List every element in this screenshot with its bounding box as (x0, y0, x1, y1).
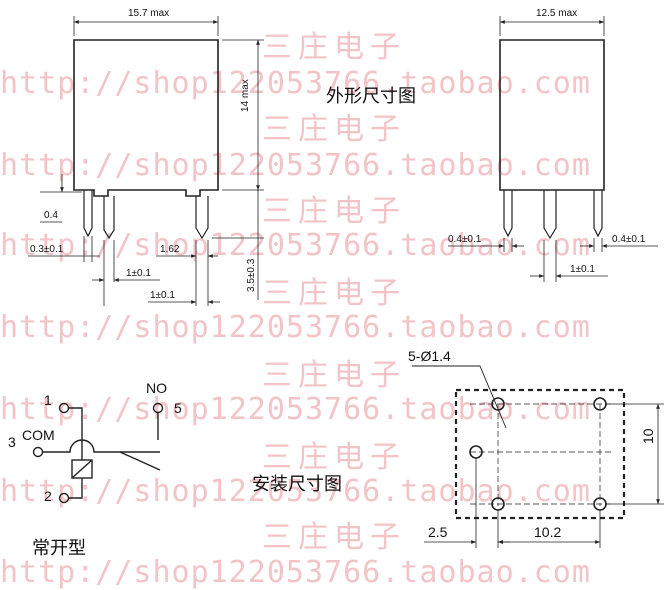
dim-10-2-label: 10.2 (534, 524, 562, 540)
tolerance-label-1: 1±0.1 (126, 268, 151, 279)
pin5-number: 5 (174, 400, 182, 416)
side-view (448, 16, 658, 282)
com-line (43, 439, 160, 453)
pin2-terminal (58, 492, 70, 504)
front-view (28, 16, 264, 306)
side-right-pin-label: 0.4±0.1 (612, 234, 646, 245)
hole-spec-label: 5-Ø1.4 (408, 348, 451, 364)
pin1-terminal (58, 402, 70, 414)
dim-2-5-label: 2.5 (428, 524, 448, 540)
pin-front-1 (83, 190, 93, 238)
switch-arm (119, 451, 161, 471)
pin-thickness-label: 0.4 (44, 210, 58, 221)
mounting-footprint (412, 365, 664, 548)
pin-side-1 (503, 190, 513, 238)
front-width-label: 15.7 max (128, 8, 170, 19)
relay-body-front (73, 39, 219, 197)
pin-width-label: 0.3±0.1 (30, 244, 64, 255)
side-left-pin-label: 0.4±0.1 (448, 234, 482, 245)
pin1-number: 1 (44, 392, 52, 408)
pin-side-3 (593, 190, 603, 238)
pin-length-label: 3.5±0.3 (246, 258, 257, 292)
pin5-terminal (152, 402, 164, 414)
drawing-canvas (28, 16, 664, 548)
pin2-number: 2 (44, 488, 52, 504)
relay-body-side (499, 39, 605, 191)
pin3-number: 3 (8, 434, 16, 450)
outline-title: 外形尺寸图 (326, 86, 416, 107)
mounting-title: 安装尺寸图 (252, 474, 342, 495)
pin-side-2 (543, 190, 557, 240)
pin-front-3 (195, 196, 209, 240)
tolerance-label-2: 1±0.1 (150, 290, 175, 301)
hole-leader (412, 365, 507, 429)
dim-10-label: 10 (640, 428, 656, 444)
side-tolerance-label: 1±0.1 (570, 264, 595, 275)
front-height-label: 14 max (240, 79, 251, 112)
pin-front-2 (103, 196, 115, 240)
pitch-label: 1.62 (160, 244, 180, 255)
relay-datasheet-diagram: http://shop122053766.taobao.com http://s… (0, 8, 664, 590)
no-label: NO (146, 380, 167, 396)
schematic-title: 常开型 (32, 538, 86, 559)
footprint-outline (454, 388, 626, 520)
relay-schematic (32, 402, 164, 504)
pin3-terminal (32, 446, 44, 458)
com-label: COM (22, 427, 55, 443)
side-width-label: 12.5 max (536, 8, 578, 19)
